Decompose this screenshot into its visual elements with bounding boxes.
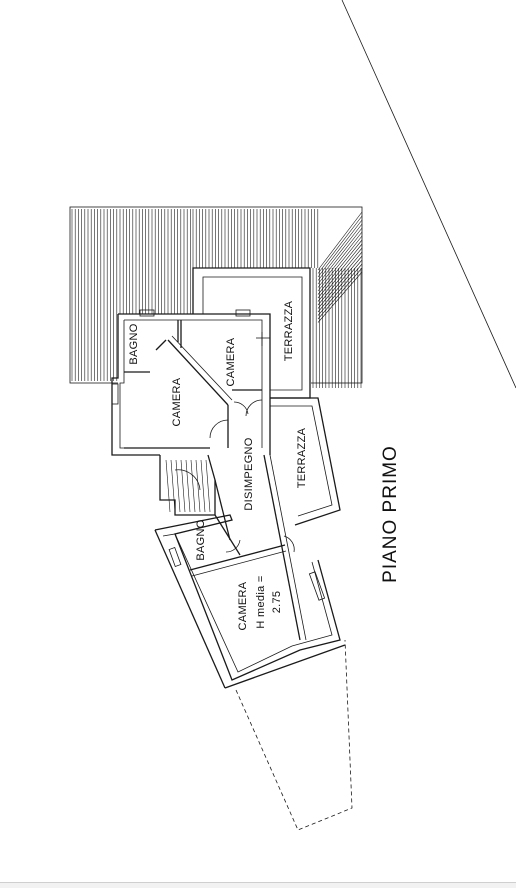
label-camera-bottom: CAMERA <box>237 581 249 630</box>
site-boundary-line <box>341 0 516 389</box>
right-terrace-inner <box>270 405 333 517</box>
partition-diagonal <box>167 339 229 406</box>
door-swing-1 <box>209 419 229 439</box>
roof-hatch-diagonal <box>317 211 363 323</box>
roof-hatch-diagonal-line <box>317 263 363 316</box>
stair-tread <box>170 459 176 513</box>
roof-hatch-diagonal-line <box>317 239 363 295</box>
partition-bagno-lower <box>189 544 286 571</box>
label-disimpegno: DISIMPEGNO <box>243 437 255 510</box>
door-swing-lower-1 <box>225 539 241 553</box>
roof-hatch-diagonal-line <box>317 243 363 299</box>
door-swing-lower-2 <box>283 535 295 553</box>
roof-hatch-diagonal-line <box>317 251 363 306</box>
window-top-2 <box>235 309 251 317</box>
roof-hatch-diagonal-line <box>317 215 363 274</box>
label-bagno-top: BAGNO <box>128 323 140 364</box>
roof-hatch-diagonal-line <box>317 227 363 285</box>
terrace-fill <box>195 268 311 396</box>
upper-block-wall <box>118 313 271 455</box>
label-h-media: H media = <box>255 575 267 628</box>
label-camera-top: CAMERA <box>225 337 237 386</box>
label-terrazza-right: TERRAZZA <box>296 427 308 488</box>
lower-block-left-outer <box>154 529 226 689</box>
label-h-value: 2.75 <box>271 591 283 614</box>
stair-tread <box>180 459 186 513</box>
bottom-edge-bar <box>0 882 516 888</box>
roof-hatch-diagonal-line <box>317 211 363 271</box>
upper-left-wall <box>111 314 160 456</box>
stair-tread <box>200 459 206 513</box>
roof-hatch-diagonal-line <box>317 255 363 309</box>
staircase-treads <box>165 459 211 513</box>
window-lower-right <box>308 571 326 601</box>
garden-dashed-outline <box>235 639 353 831</box>
door-swing-2 <box>245 399 263 417</box>
plan-title: PIANO PRIMO <box>380 445 401 583</box>
roof-hatch-diagonal-line <box>317 231 363 288</box>
roof-hatch-diagonal-line <box>317 235 363 292</box>
roof-hatch-diagonal-line <box>317 267 363 320</box>
roof-hatch-diagonal-line <box>317 259 363 313</box>
corridor-wall <box>263 454 301 641</box>
partition-diagonal-2 <box>171 335 233 401</box>
corridor-wall-inner <box>269 454 307 641</box>
door-leaf-bagno <box>155 339 167 351</box>
lower-block-inner <box>162 533 333 673</box>
lower-block-bottom-outer <box>224 644 346 689</box>
corridor-left <box>214 479 231 541</box>
roof-hatch-diagonal-line <box>317 219 363 278</box>
roof-hatch-diagonal-line <box>317 247 363 302</box>
door-swing-3 <box>233 401 249 415</box>
stair-tread <box>205 459 211 513</box>
label-bagno-bottom: BAGNO <box>195 519 207 560</box>
window-lower-left <box>168 547 182 567</box>
upper-block-inner <box>124 319 263 448</box>
window-left <box>111 383 119 405</box>
stair-tread <box>175 459 181 513</box>
window-top-1 <box>139 309 155 317</box>
stair-tread <box>185 459 191 513</box>
stair-tread <box>190 459 196 513</box>
label-terrazza-top: TERRAZZA <box>283 300 295 361</box>
roof-hatch-diagonal-line <box>317 271 363 323</box>
partition-bagno-lower-2 <box>191 550 287 577</box>
stair-tread <box>165 459 171 513</box>
roof-hatch-diagonal-line <box>317 223 363 281</box>
label-camera-center: CAMERA <box>171 377 183 426</box>
staircase-curve <box>174 469 201 491</box>
stair-tread <box>195 459 201 513</box>
lower-block-wall <box>154 514 341 681</box>
upper-terrace-inner <box>202 276 303 391</box>
right-terrace-wall <box>270 397 341 526</box>
